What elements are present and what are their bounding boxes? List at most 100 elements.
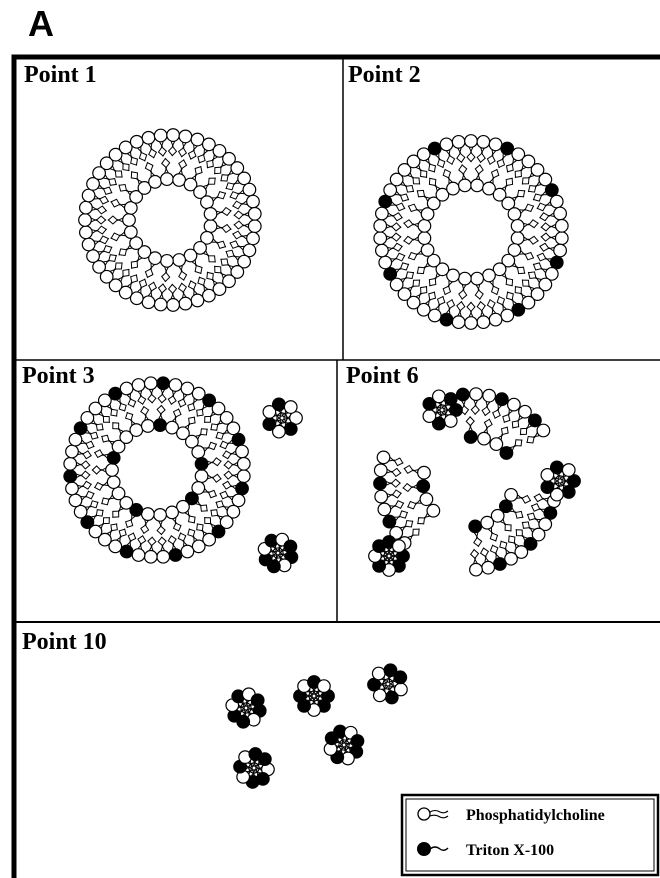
hydrocarbon-tail [403,487,417,492]
phosphatidylcholine-head [393,540,406,553]
hydrocarbon-tail [490,282,498,295]
phosphatidylcholine-head [247,195,260,208]
phosphatidylcholine-head [511,220,524,233]
phosphatidylcholine-head [465,317,478,330]
hydrocarbon-tail [179,283,184,298]
phosphatidylcholine-head [511,232,524,245]
phosphatidylcholine-head [132,549,145,562]
hydrocarbon-tail [397,191,409,200]
phosphatidylcholine-head [418,220,431,233]
hydrocarbon-tail [141,520,146,534]
phosphatidylcholine-head [478,432,491,445]
hydrocarbon-tail [162,158,167,173]
phosphatidylcholine-head [144,377,157,390]
hydrocarbon-tail [533,191,545,200]
hydrocarbon-tail [197,524,207,534]
phosphatidylcholine-head [376,244,389,257]
phosphatidylcholine-head [374,232,387,245]
phosphatidylcholine-head [203,289,216,302]
hydrocarbon-tail [117,529,126,540]
phosphatidylcholine-head [66,445,79,458]
hydrocarbon-tail [478,285,483,300]
hydrocarbon-tail [477,301,482,316]
phosphatidylcholine-head [490,438,503,451]
phosphatidylcholine-head [157,550,170,563]
hydrocarbon-tail [522,173,531,185]
hydrocarbon-tail [386,233,401,238]
hydrocarbon-tail [215,162,224,174]
phosphatidylcholine-head [508,208,521,221]
hydrocarbon-tail [417,190,427,201]
hydrocarbon-tail [404,239,419,244]
hydrocarbon-tail [475,165,480,179]
hydrocarbon-tail [514,263,524,274]
triton-x-100-head [379,195,392,208]
hydrocarbon-tail [516,529,525,541]
phosphatidylcholine-head [79,214,92,227]
phosphatidylcholine-head [142,508,155,521]
hydrocarbon-tail [410,280,419,292]
triton-x-100-head [120,545,133,558]
hydrocarbon-tail [121,269,129,282]
hydrocarbon-tail [214,266,226,275]
phosphatidylcholine-head [465,135,478,148]
hydrocarbon-tail [234,221,249,226]
hydrocarbon-tail [131,172,142,182]
phosphatidylcholine-head [550,195,563,208]
hydrocarbon-tail [418,513,428,524]
hydrocarbon-tail [160,405,165,419]
mixed-micelle [423,390,462,430]
hydrocarbon-tail [113,262,123,274]
triton-x-100-head [284,423,297,436]
phosphatidylcholine-head [377,451,390,464]
phosphatidylcholine-head [192,446,205,459]
triton-x-100-head [500,447,513,460]
phosphatidylcholine-head [243,183,256,196]
phosphatidylcholine-head [169,379,182,392]
legend-phosphatidylcholine-label: Phosphatidylcholine [466,807,605,824]
phosphatidylcholine-head [142,131,155,144]
phosphatidylcholine-head [107,476,120,489]
legend: Phosphatidylcholine Triton X-100 [402,795,658,875]
hydrocarbon-tail [92,226,107,231]
hydrocarbon-tail [515,286,523,299]
hydrocarbon-tail [224,464,238,469]
hydrocarbon-tail [101,517,109,528]
phosphatidylcholine-head [427,504,440,517]
phosphatidylcholine-head [132,379,145,392]
hydrocarbon-tail [99,414,110,422]
phosphatidylcholine-head [167,299,180,312]
hydrocarbon-tail [408,529,420,537]
hydrocarbon-tail [470,417,475,431]
hydrocarbon-tail [216,502,227,511]
hydrocarbon-tail [204,518,215,526]
phosphatidylcholine-head [440,138,453,151]
hydrocarbon-tail [477,148,482,163]
hydrocarbon-tail [515,287,526,297]
hydrocarbon-tail [198,429,207,439]
hydrocarbon-tail [221,171,231,182]
triton-x-100-head [236,482,249,495]
hydrocarbon-tail [94,510,104,520]
phosphatidylcholine-head [562,464,575,477]
hydrocarbon-tail [217,225,231,230]
triton-x-100-head [284,540,297,553]
phosphatidylcholine-head [179,297,192,310]
hydrocarbon-tail [162,267,167,282]
phosphatidylcholine-head [452,316,465,329]
phosphatidylcholine-head [471,272,484,285]
hydrocarbon-tail [386,483,400,488]
hydrocarbon-tail [408,500,420,508]
hydrocarbon-tail [76,471,90,476]
triton-x-100-head [251,694,264,707]
hydrocarbon-tail [541,226,556,231]
hydrocarbon-tail [416,167,427,177]
hydrocarbon-tail [501,541,510,552]
hydrocarbon-tail [478,165,483,180]
hydrocarbon-tail [457,301,462,315]
hydrocarbon-tail [459,285,464,300]
hydrocarbon-tail [459,165,464,180]
mixed-micelle [368,664,407,704]
triton-x-100-head [417,480,430,493]
mixed-micelle [258,533,297,572]
